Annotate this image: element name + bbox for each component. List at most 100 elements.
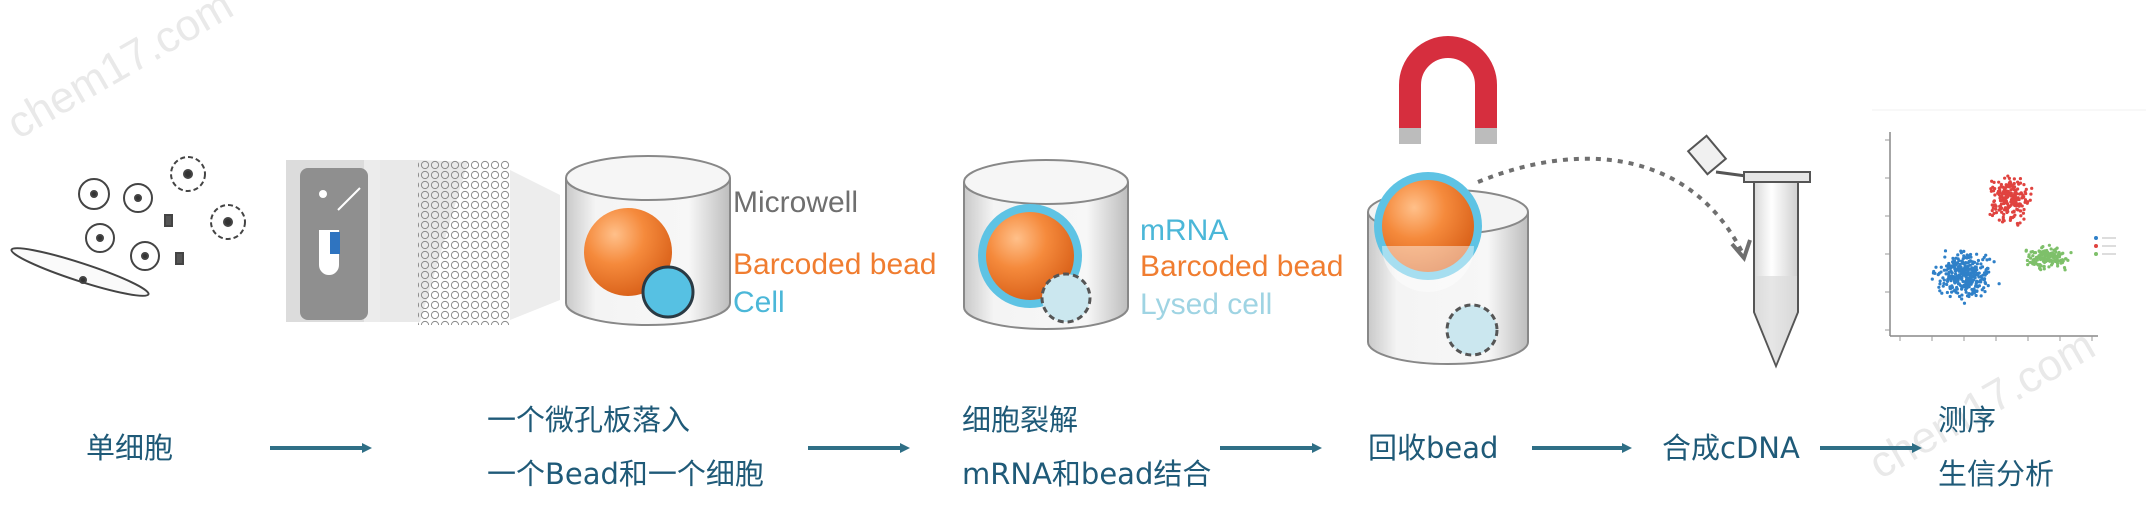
mrna-label: mRNA — [1140, 214, 1228, 247]
cluster-dot — [1958, 262, 1962, 266]
cluster-dot — [1933, 271, 1937, 276]
cluster-dot — [1977, 284, 1982, 288]
cluster-dot — [1955, 261, 1959, 265]
step-4-caption: 回收bead — [1368, 431, 1499, 465]
cluster-dot — [2041, 259, 2046, 263]
cluster-dot — [1962, 301, 1967, 305]
cluster-dot — [1966, 264, 1970, 268]
cluster-dot — [1998, 204, 2002, 208]
cluster-dot — [2024, 187, 2028, 191]
cluster-dot — [2016, 180, 2020, 184]
cluster-dot — [1991, 185, 1995, 189]
cluster-dot — [1998, 199, 2003, 203]
cluster-dot — [1964, 286, 1968, 290]
cluster-dot — [2041, 245, 2045, 249]
cluster-dot — [2019, 214, 2023, 218]
step-3-caption-line1: 细胞裂解 — [962, 403, 1079, 437]
cluster-dot — [1943, 255, 1947, 259]
cluster-dot — [1979, 294, 1983, 298]
cluster-dot — [2055, 258, 2059, 262]
cluster-dot — [1940, 291, 1944, 295]
cluster-dot — [1941, 284, 1945, 288]
cluster-dot — [1969, 255, 1973, 259]
cluster-dot — [2052, 256, 2056, 260]
cluster-dot — [2008, 204, 2012, 209]
cluster-dot — [2063, 257, 2068, 261]
cluster-dot — [2047, 265, 2051, 269]
cell-label: Cell — [733, 286, 785, 319]
cluster-dot — [1970, 287, 1974, 292]
cluster-dot — [1960, 297, 1964, 301]
cluster-dot — [1976, 258, 1981, 263]
cluster-dot — [2036, 263, 2041, 267]
cluster-dot — [2015, 192, 2019, 196]
cluster-dot — [2003, 206, 2008, 210]
step-5-caption: 合成cDNA — [1662, 431, 1800, 465]
cluster-dot — [2006, 189, 2010, 194]
cluster-dot — [2025, 258, 2030, 263]
magnet-icon — [1399, 36, 1497, 144]
cluster-dot — [1983, 281, 1988, 286]
cluster-dot — [1985, 271, 1989, 276]
cluster-dot — [1997, 282, 2001, 286]
cluster-dot — [1986, 283, 1990, 288]
cluster-dot — [2050, 253, 2054, 257]
cluster-dot — [1982, 277, 1986, 281]
cluster-dot — [1988, 212, 1992, 217]
cluster-dot — [2032, 262, 2036, 267]
cluster-dot — [1947, 275, 1951, 279]
cluster-dot — [2055, 262, 2060, 266]
cluster-dot — [1943, 249, 1948, 253]
step-1-caption: 单细胞 — [86, 431, 174, 465]
cluster-dot — [2022, 195, 2026, 199]
cluster-dot — [1999, 185, 2003, 189]
microwell-label: Microwell — [733, 186, 858, 219]
watermark-text: chem17.com — [0, 0, 241, 149]
cluster-dot — [2032, 257, 2037, 261]
cluster-dot — [1956, 253, 1960, 257]
cluster-dot — [1963, 283, 1968, 288]
cluster-dot — [1974, 293, 1978, 298]
cluster-dot — [1953, 288, 1957, 292]
cluster-dot — [2049, 258, 2053, 262]
cluster-dot — [1989, 189, 1993, 193]
cluster-dot — [1948, 294, 1952, 299]
cluster-dot — [1983, 289, 1987, 294]
cluster-dot — [1984, 253, 1988, 257]
cluster-dot — [2058, 259, 2062, 263]
cluster-dot — [2019, 209, 2023, 213]
cluster-dot — [1950, 290, 1954, 294]
cluster-dot — [1975, 252, 1979, 256]
cluster-dot — [1999, 182, 2003, 187]
cluster-dot — [1942, 281, 1946, 286]
cluster-plot-icon — [1872, 109, 2146, 341]
cluster-dot — [2053, 248, 2057, 252]
cluster-dot — [2005, 202, 2010, 206]
cluster-dot — [1959, 269, 1963, 273]
tube-icon — [1686, 134, 1811, 369]
cluster-dot — [1959, 249, 1963, 253]
cluster-dot — [1948, 285, 1952, 289]
cluster-dot — [2013, 195, 2018, 199]
cluster-dot — [1982, 286, 1986, 290]
cluster-dot — [2038, 256, 2042, 260]
cluster-dot — [2029, 250, 2033, 254]
microwell-icon: Microwell Barcoded bead Cell — [565, 155, 937, 326]
cluster-dot — [1992, 180, 1996, 185]
cluster-dot — [1936, 272, 1940, 277]
cluster-dot — [2017, 192, 2022, 196]
cluster-dot — [1945, 279, 1950, 283]
cluster-dot — [1937, 285, 1941, 289]
cluster-dot — [2028, 198, 2032, 202]
cluster-dot — [1992, 204, 1996, 208]
cluster-dot — [2000, 194, 2004, 198]
cluster-dot — [1968, 252, 1973, 257]
cluster-dot — [2062, 265, 2067, 270]
cluster-dot — [2021, 211, 2026, 215]
cluster-dot — [2014, 204, 2018, 208]
cluster-dot — [1941, 276, 1945, 280]
cluster-dot — [2025, 201, 2029, 205]
cluster-dot — [2024, 192, 2028, 196]
